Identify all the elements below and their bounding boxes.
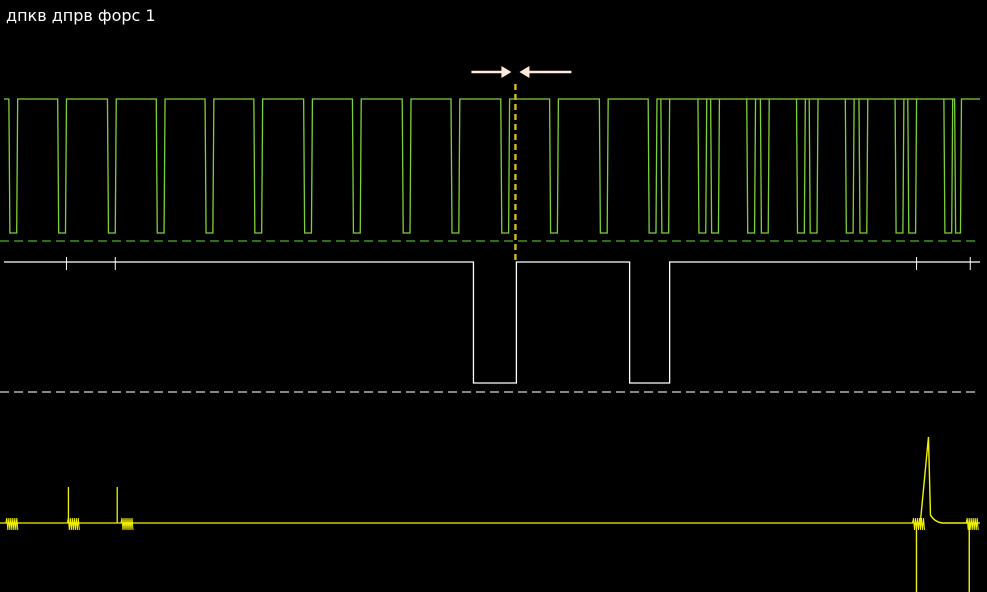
right-arrowhead-icon	[501, 66, 512, 78]
cam-signal-trace	[4, 261, 980, 384]
injector-noise-4	[965, 517, 979, 531]
injector-pulse-trace	[915, 436, 970, 592]
chart-title: дпкв дпрв форс 1	[6, 6, 156, 25]
injector-noise-1	[66, 517, 80, 531]
injector-noise-3	[912, 517, 926, 531]
injector-noise-2	[120, 517, 134, 531]
left-arrowhead-icon	[519, 66, 530, 78]
injector-noise-0	[5, 517, 19, 531]
crank-signal-trace	[4, 98, 980, 234]
